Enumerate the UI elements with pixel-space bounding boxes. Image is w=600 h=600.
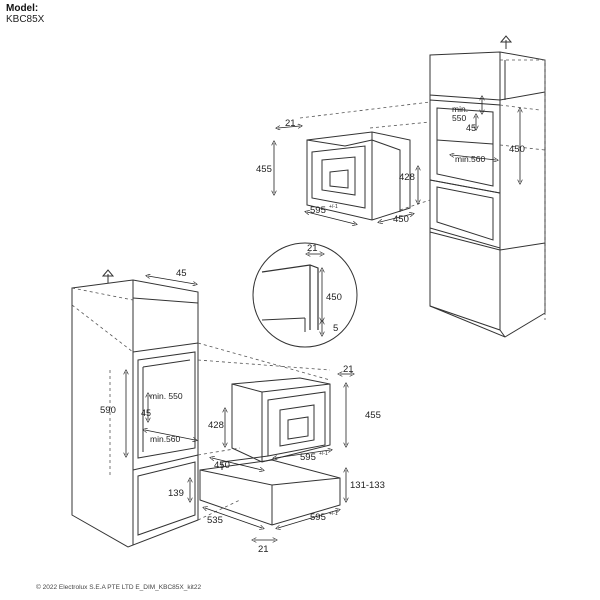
top-niche-min-width-label: min.560 [455,154,486,164]
bottom-appliance-depth-label: 450 [214,460,230,471]
top-coffee-machine [306,131,411,221]
top-appliance-front-height-label: 428 [399,172,415,183]
bottom-drawer-offset-label: 139 [168,488,184,499]
top-niche-height-label: 450 [509,144,525,155]
top-niche-min-height-label: min.550 [452,104,468,123]
model-number: KBC85X [6,14,45,25]
bottom-drawer-width-tolerance-label: +/-1 [329,511,338,517]
top-appliance-depth-label: 450 [393,214,409,225]
bottom-niche-gap-label: 45 [141,408,151,418]
bottom-cabinet-gap-label: 45 [176,268,187,279]
top-niche-min-height-text: min. [452,104,468,114]
bottom-niche-min-height-label: min. 550 [150,391,183,401]
bottom-up-arrow-icon [101,269,115,283]
copyright-notice: © 2022 Electrolux S.E.A PTE LTD E_DIM_KB… [36,584,202,591]
bottom-appliance-height-label: 455 [365,410,381,421]
model-heading: Model: [6,3,39,14]
bottom-appliance-width-tolerance-label: +/-1 [319,451,328,457]
top-appliance-depth-offset-label: 21 [285,118,296,129]
bottom-niche-height-label: 590 [100,405,116,416]
bottom-drawer-gap-label: 21 [258,544,269,555]
detail-gap-bottom-label: 5 [333,323,338,334]
top-appliance-height-label: 455 [256,164,272,175]
top-niche-gap-label: 45 [466,123,476,133]
bottom-niche-min-width-label: min.560 [150,434,181,444]
detail-circle [252,242,358,348]
bottom-coffee-machine [231,377,331,463]
detail-height-label: 450 [326,292,342,303]
top-tall-cabinet [429,51,546,338]
top-up-arrow-icon [499,35,513,49]
line-continuation: 550 [452,113,466,123]
top-appliance-width-tolerance-label: +/-1 [329,204,338,210]
bottom-drawer-width-label: 595 [310,512,326,523]
bottom-appliance-width-label: 595 [300,452,316,463]
bottom-drawer-height-label: 131-133 [350,480,385,491]
bottom-appliance-front-height-label: 428 [208,420,224,431]
top-appliance-width-label: 595 [310,205,326,216]
bottom-appliance-depth-offset-label: 21 [343,364,354,375]
detail-gap-top-label: 21 [307,243,318,254]
bottom-drawer-depth-label: 535 [207,515,223,526]
